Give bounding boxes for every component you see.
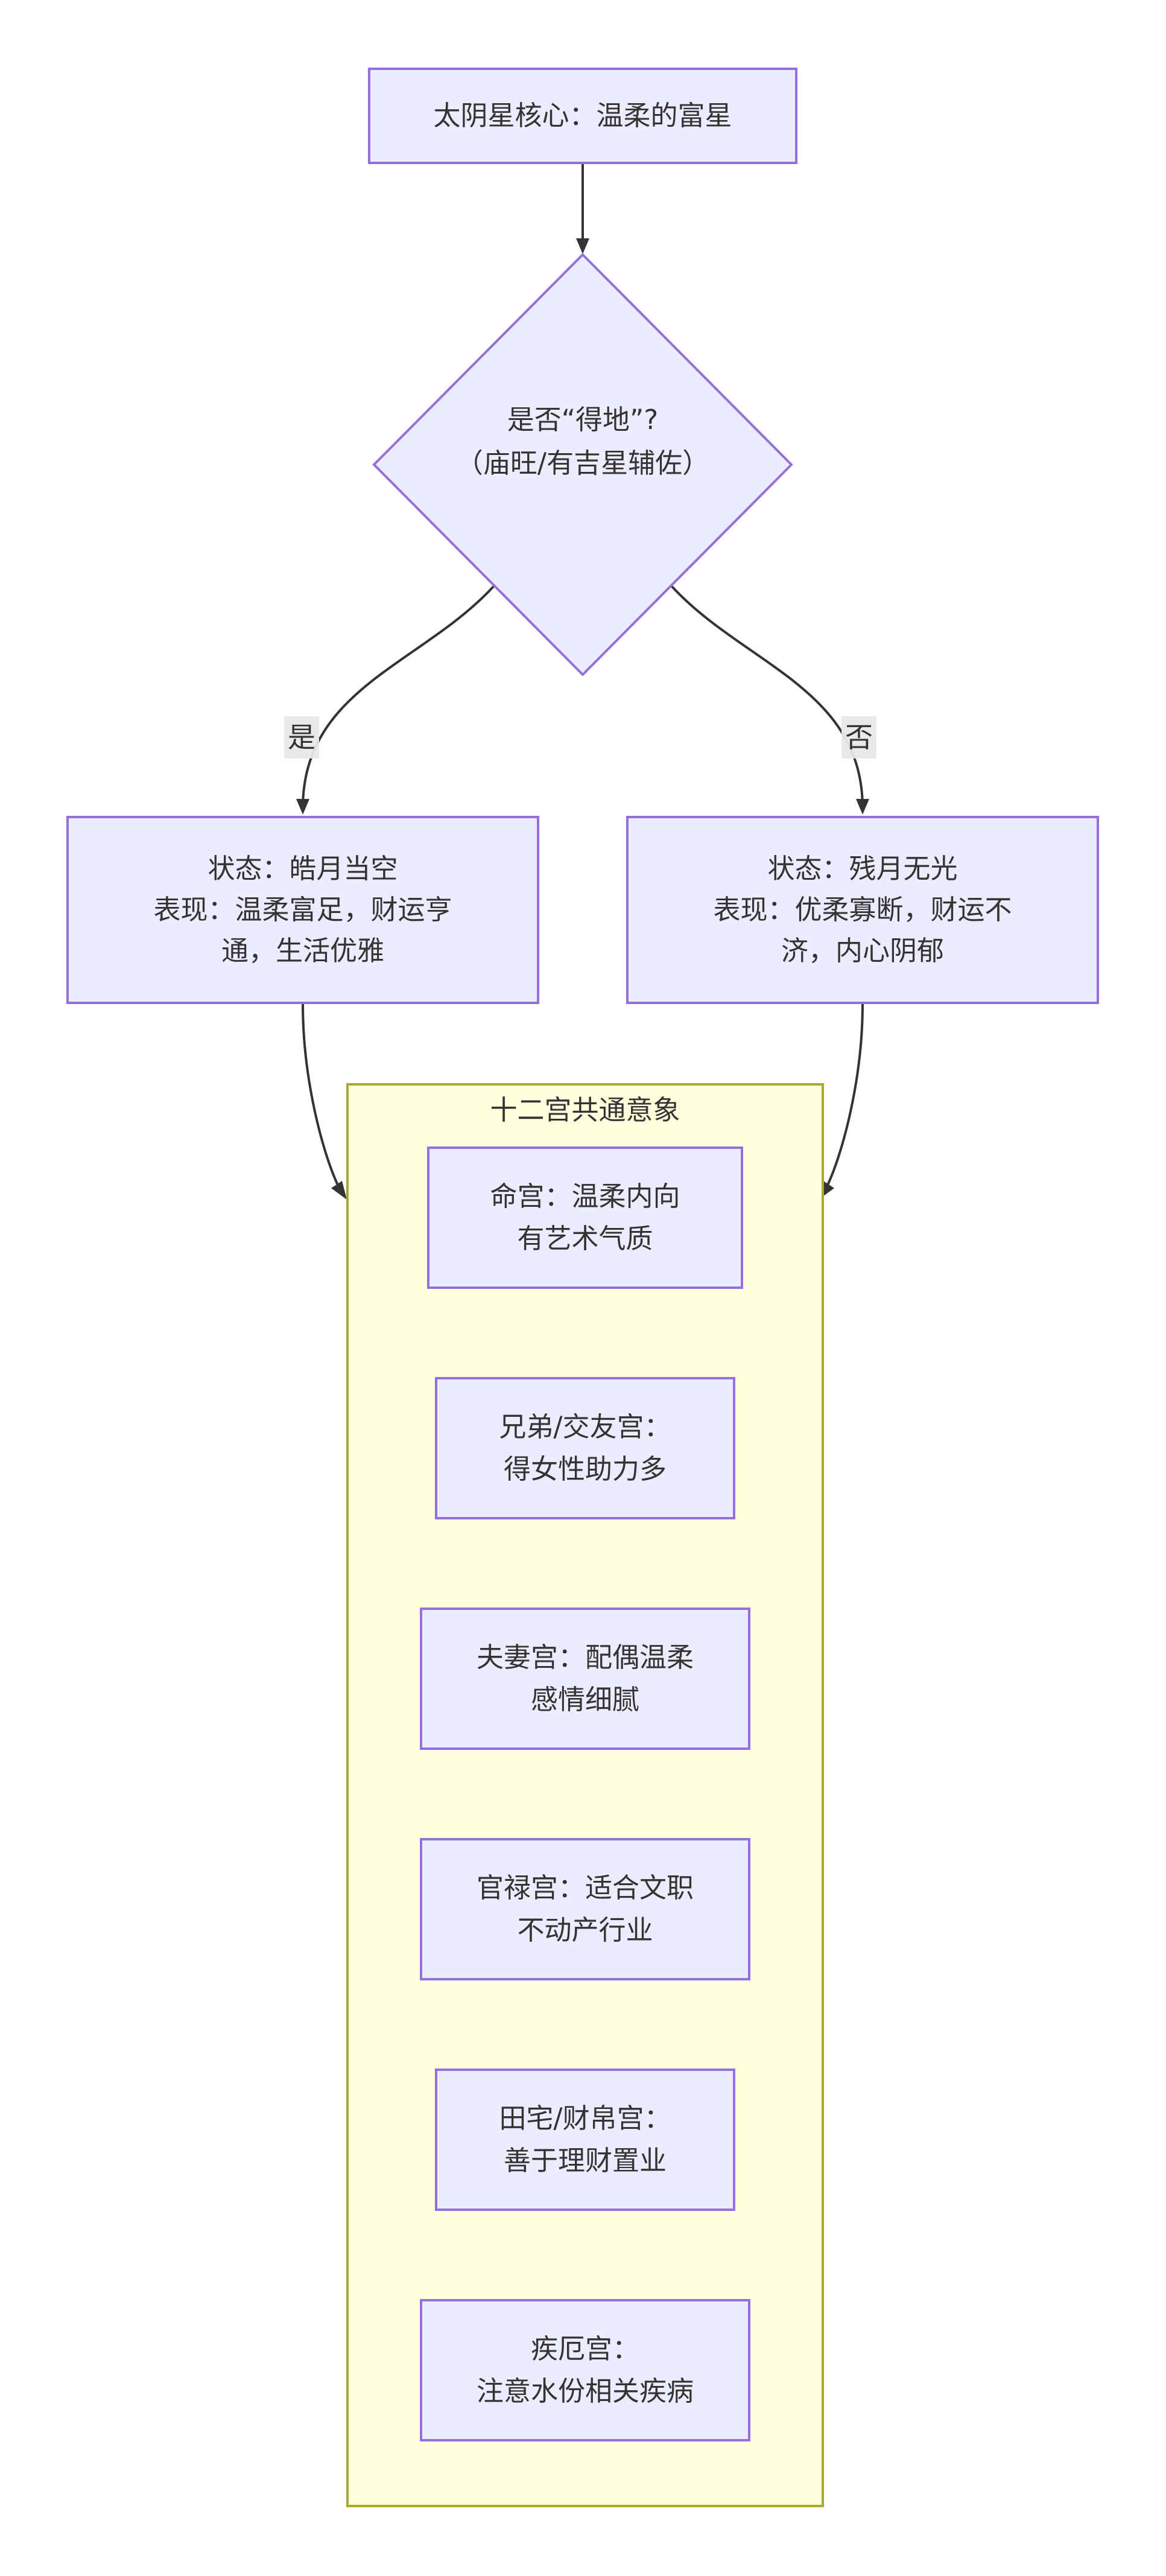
edge-bad-to-container <box>825 1003 864 1188</box>
bad-line2: 表现：优柔寡断，财运不 <box>713 894 1012 926</box>
palace-line1: 官禄宫：适合文职 <box>476 1872 694 1904</box>
palace-box-ji-e: 疾厄宫： 注意水份相关疾病 <box>420 2299 750 2441</box>
good-line3: 通，生活优雅 <box>221 935 384 967</box>
arrowhead-decision <box>576 238 589 254</box>
edge-label-yes: 是 <box>284 716 319 758</box>
palace-box-tianzhai: 田宅/财帛宫： 善于理财置业 <box>435 2069 735 2211</box>
edge-label-no: 否 <box>841 716 876 758</box>
good-line2: 表现：温柔富足，财运亨 <box>153 894 452 926</box>
palaces-container-title: 十二宫共通意象 <box>490 1094 680 1126</box>
palace-box-guanlu: 官禄宫：适合文职 不动产行业 <box>420 1838 750 1980</box>
palace-line1: 兄弟/交友宫： <box>499 1411 671 1443</box>
palace-line1: 田宅/财帛宫： <box>499 2102 671 2134</box>
palace-line1: 疾厄宫： <box>530 2333 639 2365</box>
decision-line2: （庙旺/有吉星辅佐） <box>455 447 710 479</box>
bad-line1: 状态：残月无光 <box>767 853 958 885</box>
decision-line1: 是否“得地”? <box>507 404 659 436</box>
palaces-container <box>346 1083 824 2507</box>
node-bad-state: 状态：残月无光 表现：优柔寡断，财运不 济，内心阴郁 <box>626 816 1099 1004</box>
good-line1: 状态：皓月当空 <box>208 853 398 885</box>
node-decision-text: 是否“得地”? （庙旺/有吉星辅佐） <box>402 398 764 485</box>
palace-line2: 不动产行业 <box>517 1914 653 1946</box>
bad-line3: 济，内心阴郁 <box>781 935 944 967</box>
edge-yes <box>302 585 495 806</box>
palace-line2: 善于理财置业 <box>503 2145 667 2177</box>
edge-good-to-container <box>302 1003 340 1188</box>
node-root: 太阴星核心：温柔的富星 <box>368 68 797 164</box>
palace-box-ming: 命宫：温柔内向 有艺术气质 <box>427 1146 743 1289</box>
palace-line1: 命宫：温柔内向 <box>490 1180 680 1212</box>
palace-box-fuqi: 夫妻宫：配偶温柔 感情细腻 <box>420 1608 750 1750</box>
palace-line2: 得女性助力多 <box>503 1453 667 1485</box>
palace-line2: 感情细腻 <box>530 1684 639 1716</box>
palace-line2: 有艺术气质 <box>517 1223 653 1255</box>
decision-diamond-shape <box>372 253 793 676</box>
node-good-state: 状态：皓月当空 表现：温柔富足，财运亨 通，生活优雅 <box>66 816 539 1004</box>
arrowhead-good <box>296 799 309 815</box>
arrowhead-bad <box>856 799 869 815</box>
arrowhead-container-left <box>331 1181 347 1200</box>
edge-no <box>671 585 864 806</box>
palace-line2: 注意水份相关疾病 <box>476 2375 694 2407</box>
palace-line1: 夫妻宫：配偶温柔 <box>476 1641 694 1673</box>
node-root-label: 太阴星核心：温柔的富星 <box>433 100 732 132</box>
palace-box-xiongdi: 兄弟/交友宫： 得女性助力多 <box>435 1377 735 1519</box>
